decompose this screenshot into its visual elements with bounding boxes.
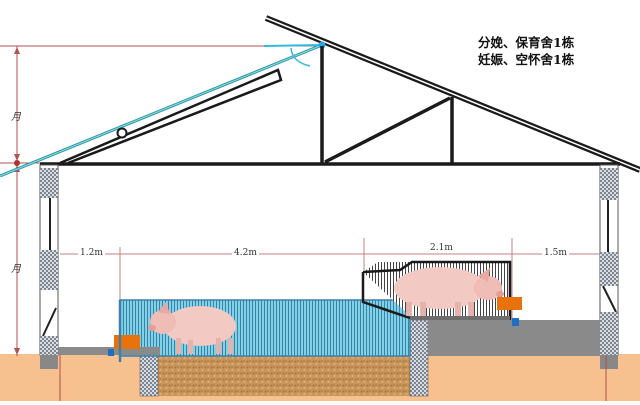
dim-right-aisle: 1.5m — [542, 248, 569, 258]
roof-height-label: 月 — [11, 112, 21, 123]
side-wall-right — [599, 164, 619, 369]
roof-truss — [40, 46, 620, 166]
pit-wall-left — [139, 355, 159, 397]
dim-left-pen: 4.2m — [232, 248, 259, 258]
diagram-title: 分娩、保育舍1栋 妊娠、空怀舍1栋 — [478, 34, 574, 68]
pig-left — [148, 302, 236, 354]
title-line-1: 分娩、保育舍1栋 — [478, 35, 575, 50]
pulley-icon — [116, 127, 128, 139]
drinker-right — [512, 318, 519, 326]
feeder-left — [114, 335, 140, 349]
pit-wall-right — [409, 319, 429, 397]
pig-right — [394, 267, 504, 316]
title-line-2: 妊娠、空怀舍1栋 — [478, 52, 575, 67]
side-wall-left — [39, 164, 59, 369]
ventilation-flap — [59, 68, 283, 165]
wall-height-label: 月 — [11, 264, 21, 275]
drinker-left — [108, 349, 114, 356]
gable-roof — [264, 15, 640, 173]
dim-left-aisle: 1.2m — [78, 248, 105, 258]
fermentation-bed — [158, 356, 410, 396]
dim-right-pen: 2.1m — [428, 243, 455, 253]
feeder-right — [497, 297, 522, 310]
